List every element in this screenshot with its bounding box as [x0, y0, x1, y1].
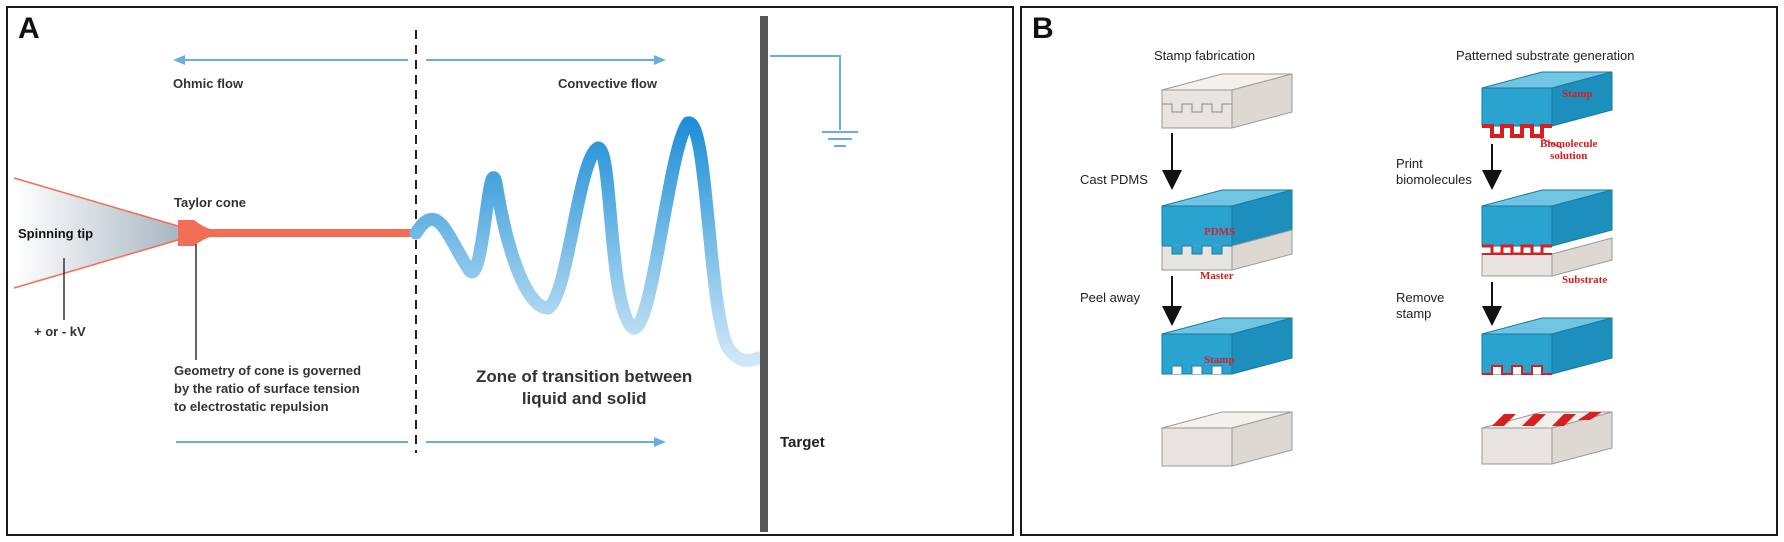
pdms-on-master-block [1161, 189, 1293, 271]
geometry-note: Geometry of cone is governed by the rati… [174, 363, 362, 414]
target-wall [760, 16, 768, 532]
voltage-label: + or - kV [34, 324, 86, 339]
taylor-cone-shape [178, 220, 214, 246]
master-block-2 [1161, 411, 1293, 467]
taylor-cone-label: Taylor cone [174, 195, 247, 210]
target-label: Target [780, 434, 825, 451]
jet [208, 229, 416, 237]
stamp-label-left: Stamp [1204, 354, 1235, 366]
stamp-with-biomolecules [1481, 71, 1613, 149]
master-label: Master [1200, 270, 1234, 282]
convective-flow-label: Convective flow [558, 76, 657, 91]
substrate-label: Substrate [1562, 274, 1608, 286]
panel-b-microcontact-printing: B [1020, 6, 1778, 536]
stamp-fabrication-title: Stamp fabrication [1154, 48, 1256, 63]
remove-stamp-label: Remove stamp [1396, 290, 1445, 321]
zone-label: Zone of transition between liquid and so… [476, 367, 693, 408]
stamp-diagram [1161, 71, 1613, 467]
stamp-block-right [1481, 317, 1613, 375]
cast-pdms-label: Cast PDMS [1080, 172, 1148, 187]
spinning-tip-label: Spinning tip [18, 226, 94, 241]
patterned-substrate [1481, 411, 1613, 465]
peel-away-label: Peel away [1080, 290, 1140, 305]
panel-a-letter: A [18, 12, 40, 45]
electrospinning-diagram [13, 16, 858, 532]
stamp-block-left [1161, 317, 1293, 375]
stamp-label-top: Stamp [1562, 88, 1593, 100]
stamp-on-substrate [1481, 189, 1613, 277]
ground-wire [770, 55, 841, 130]
print-biomolecules-label: Print biomolecules [1396, 156, 1472, 187]
pdms-label: PDMS [1204, 226, 1236, 238]
master-block-1 [1161, 73, 1293, 129]
whipping-coil [409, 116, 767, 367]
patterned-substrate-title: Patterned substrate generation [1456, 48, 1635, 63]
spinning-tip-cone [14, 178, 178, 288]
biomolecule-solution-label: Biomolecule solution [1540, 138, 1598, 162]
panel-a-electrospinning: A [6, 6, 1014, 536]
panel-b-letter: B [1032, 12, 1054, 45]
ohmic-flow-label: Ohmic flow [173, 76, 244, 91]
